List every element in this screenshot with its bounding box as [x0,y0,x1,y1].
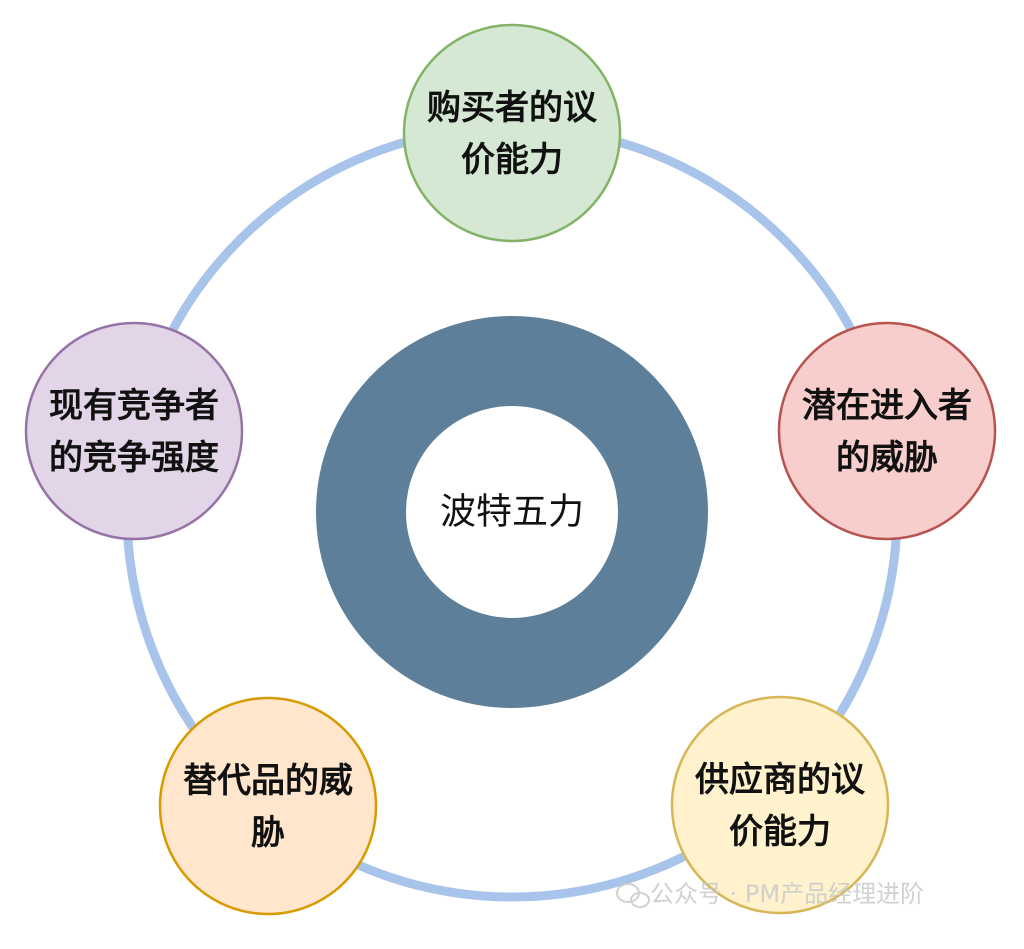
watermark: 公众号 · PM产品经理进阶 [616,880,924,908]
force-label-rivalry-line-1: 现有竞争者 [49,386,219,426]
force-circle-new-entrants [777,321,997,541]
wechat-icon [616,883,650,908]
force-circle-suppliers [670,695,890,915]
force-label-buyers-line-2: 价能力 [461,140,563,180]
force-node-buyers: 购买者的议 价能力 [402,23,622,243]
force-node-substitutes: 替代品的威 胁 [158,696,378,916]
force-label-new-entrants-line-2: 的威胁 [836,438,938,478]
force-circle-buyers [402,23,622,243]
force-circle-substitutes [158,696,378,916]
center-label: 波特五力 [440,492,584,533]
force-label-suppliers-line-1: 供应商的议 [694,760,866,800]
force-node-suppliers: 供应商的议 价能力 [670,695,890,915]
force-label-rivalry-line-2: 的竞争强度 [49,438,219,478]
center-ring [316,316,708,708]
watermark-text: 公众号 · PM产品经理进阶 [650,880,924,908]
force-label-suppliers-line-2: 价能力 [729,812,831,852]
force-circle-rivalry [24,321,244,541]
force-label-substitutes-line-1: 替代品的威 [183,761,353,801]
force-node-new-entrants: 潜在进入者 的威胁 [777,321,997,541]
force-label-substitutes-line-2: 胁 [251,813,285,853]
force-label-buyers-line-1: 购买者的议 [427,88,598,128]
force-label-new-entrants-line-1: 潜在进入者 [802,386,972,426]
force-node-rivalry: 现有竞争者 的竞争强度 [24,321,244,541]
